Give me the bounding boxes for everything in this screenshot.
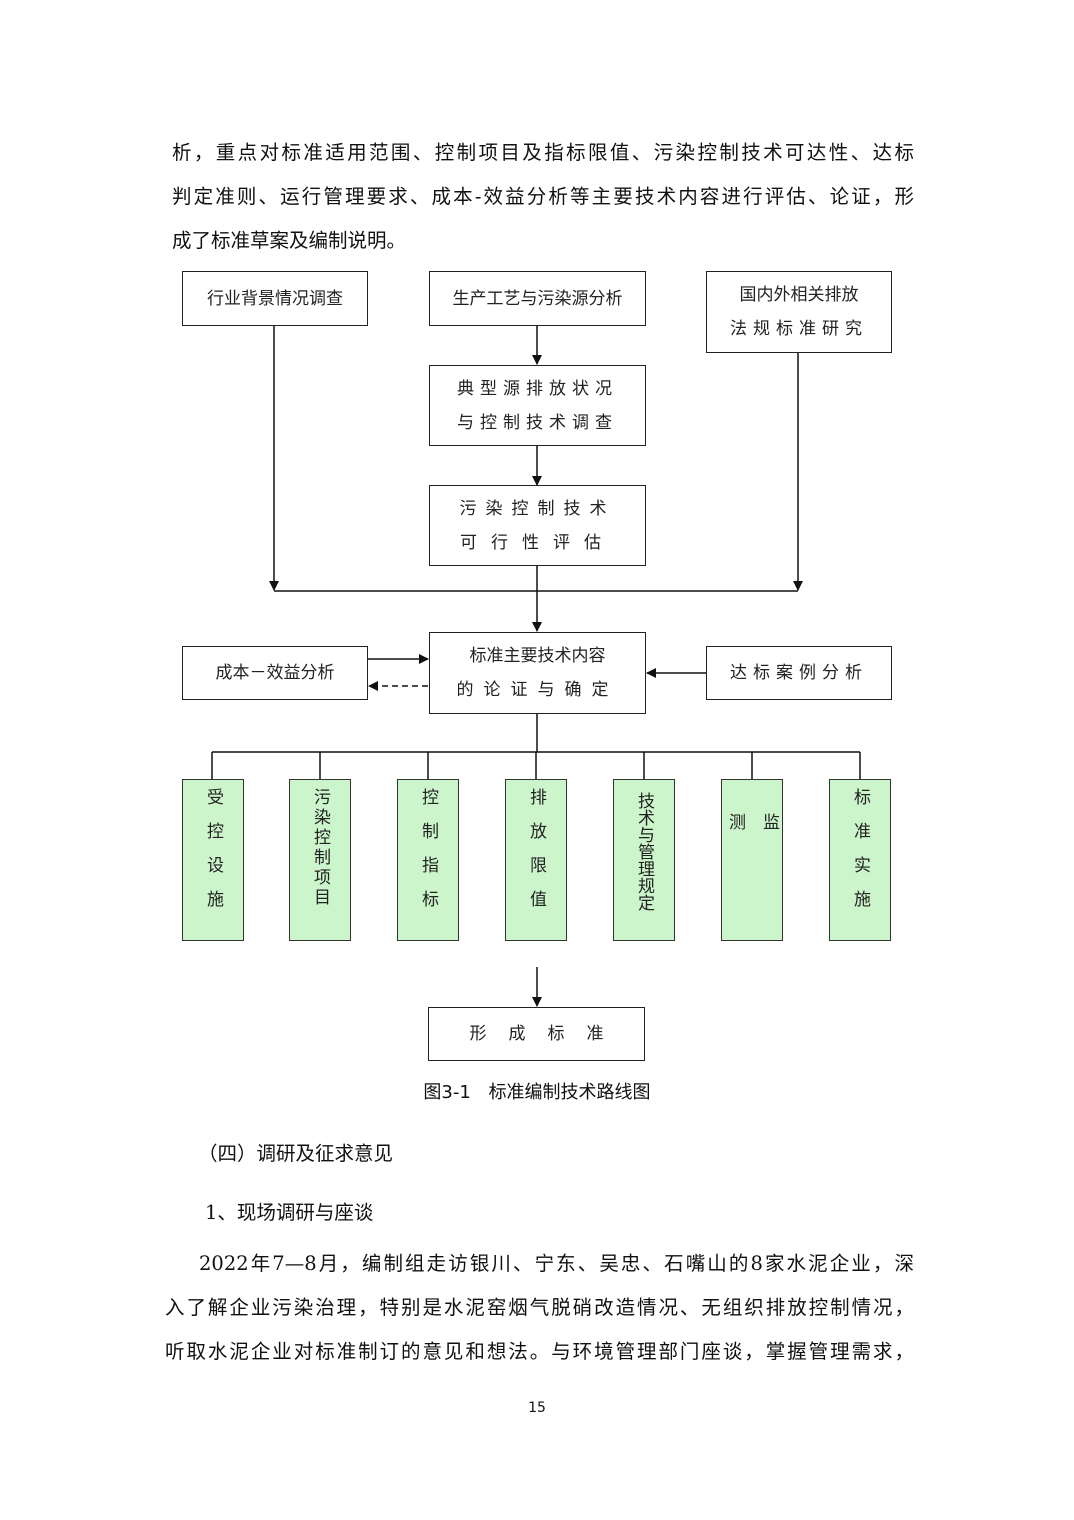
item-pollutant-control: 污染控制项目 (289, 779, 351, 941)
box-main-content: 标准主要技术内容 的论证与确定 (429, 632, 646, 714)
text-line: 听取水泥企业对标准制订的意见和想法。与环境管理部门座谈，掌握管理需求， (165, 1340, 914, 1363)
body-paragraph: 2022年7—8月，编制组走访银川、宁东、吴忠、石嘴山的8家水泥企业，深 入了解… (165, 1242, 914, 1374)
page-number: 15 (528, 1400, 546, 1416)
box-form-standard: 形成标准 (428, 1007, 645, 1061)
box-process-analysis: 生产工艺与污染源分析 (429, 271, 646, 326)
subsection-heading: 1、现场调研与座谈 (205, 1201, 374, 1224)
item-controlled-facilities: 受控设施 (182, 779, 244, 941)
section-heading: （四）调研及征求意见 (198, 1142, 394, 1165)
box-tech-evaluation: 污染控制技术 可行性评估 (429, 485, 646, 566)
box-regulations-research: 国内外相关排放 法规标准研究 (706, 271, 892, 353)
text-line: 析，重点对标准适用范围、控制项目及指标限值、污染控制技术可达性、达标 (172, 141, 914, 164)
box-typical-source: 典型源排放状况 与控制技术调查 (429, 365, 646, 446)
box-industry-survey: 行业背景情况调查 (182, 271, 368, 326)
item-standard-implementation: 标准实施 (829, 779, 891, 941)
item-control-indicators: 控制指标 (397, 779, 459, 941)
item-emission-limits: 排放限值 (505, 779, 567, 941)
figure-caption: 图3-1 标准编制技术路线图 (0, 1078, 1074, 1104)
text-line: 2022年7—8月，编制组走访银川、宁东、吴忠、石嘴山的8家水泥企业，深 (199, 1252, 914, 1275)
item-tech-management: 技术与管理规定 (613, 779, 675, 941)
text-line: 成了标准草案及编制说明。 (172, 229, 407, 252)
figure-number: 图3-1 (423, 1082, 471, 1103)
box-cost-benefit: 成本－效益分析 (182, 646, 368, 700)
box-compliance-cases: 达标案例分析 (706, 646, 892, 700)
intro-paragraph: 析，重点对标准适用范围、控制项目及指标限值、污染控制技术可达性、达标 判定准则、… (172, 131, 914, 263)
figure-title: 标准编制技术路线图 (488, 1082, 651, 1103)
text-line: 判定准则、运行管理要求、成本-效益分析等主要技术内容进行评估、论证，形 (172, 185, 914, 208)
text-line: 入了解企业污染治理，特别是水泥窑烟气脱硝改造情况、无组织排放控制情况， (165, 1296, 914, 1319)
item-monitoring: 监测 (721, 779, 783, 941)
